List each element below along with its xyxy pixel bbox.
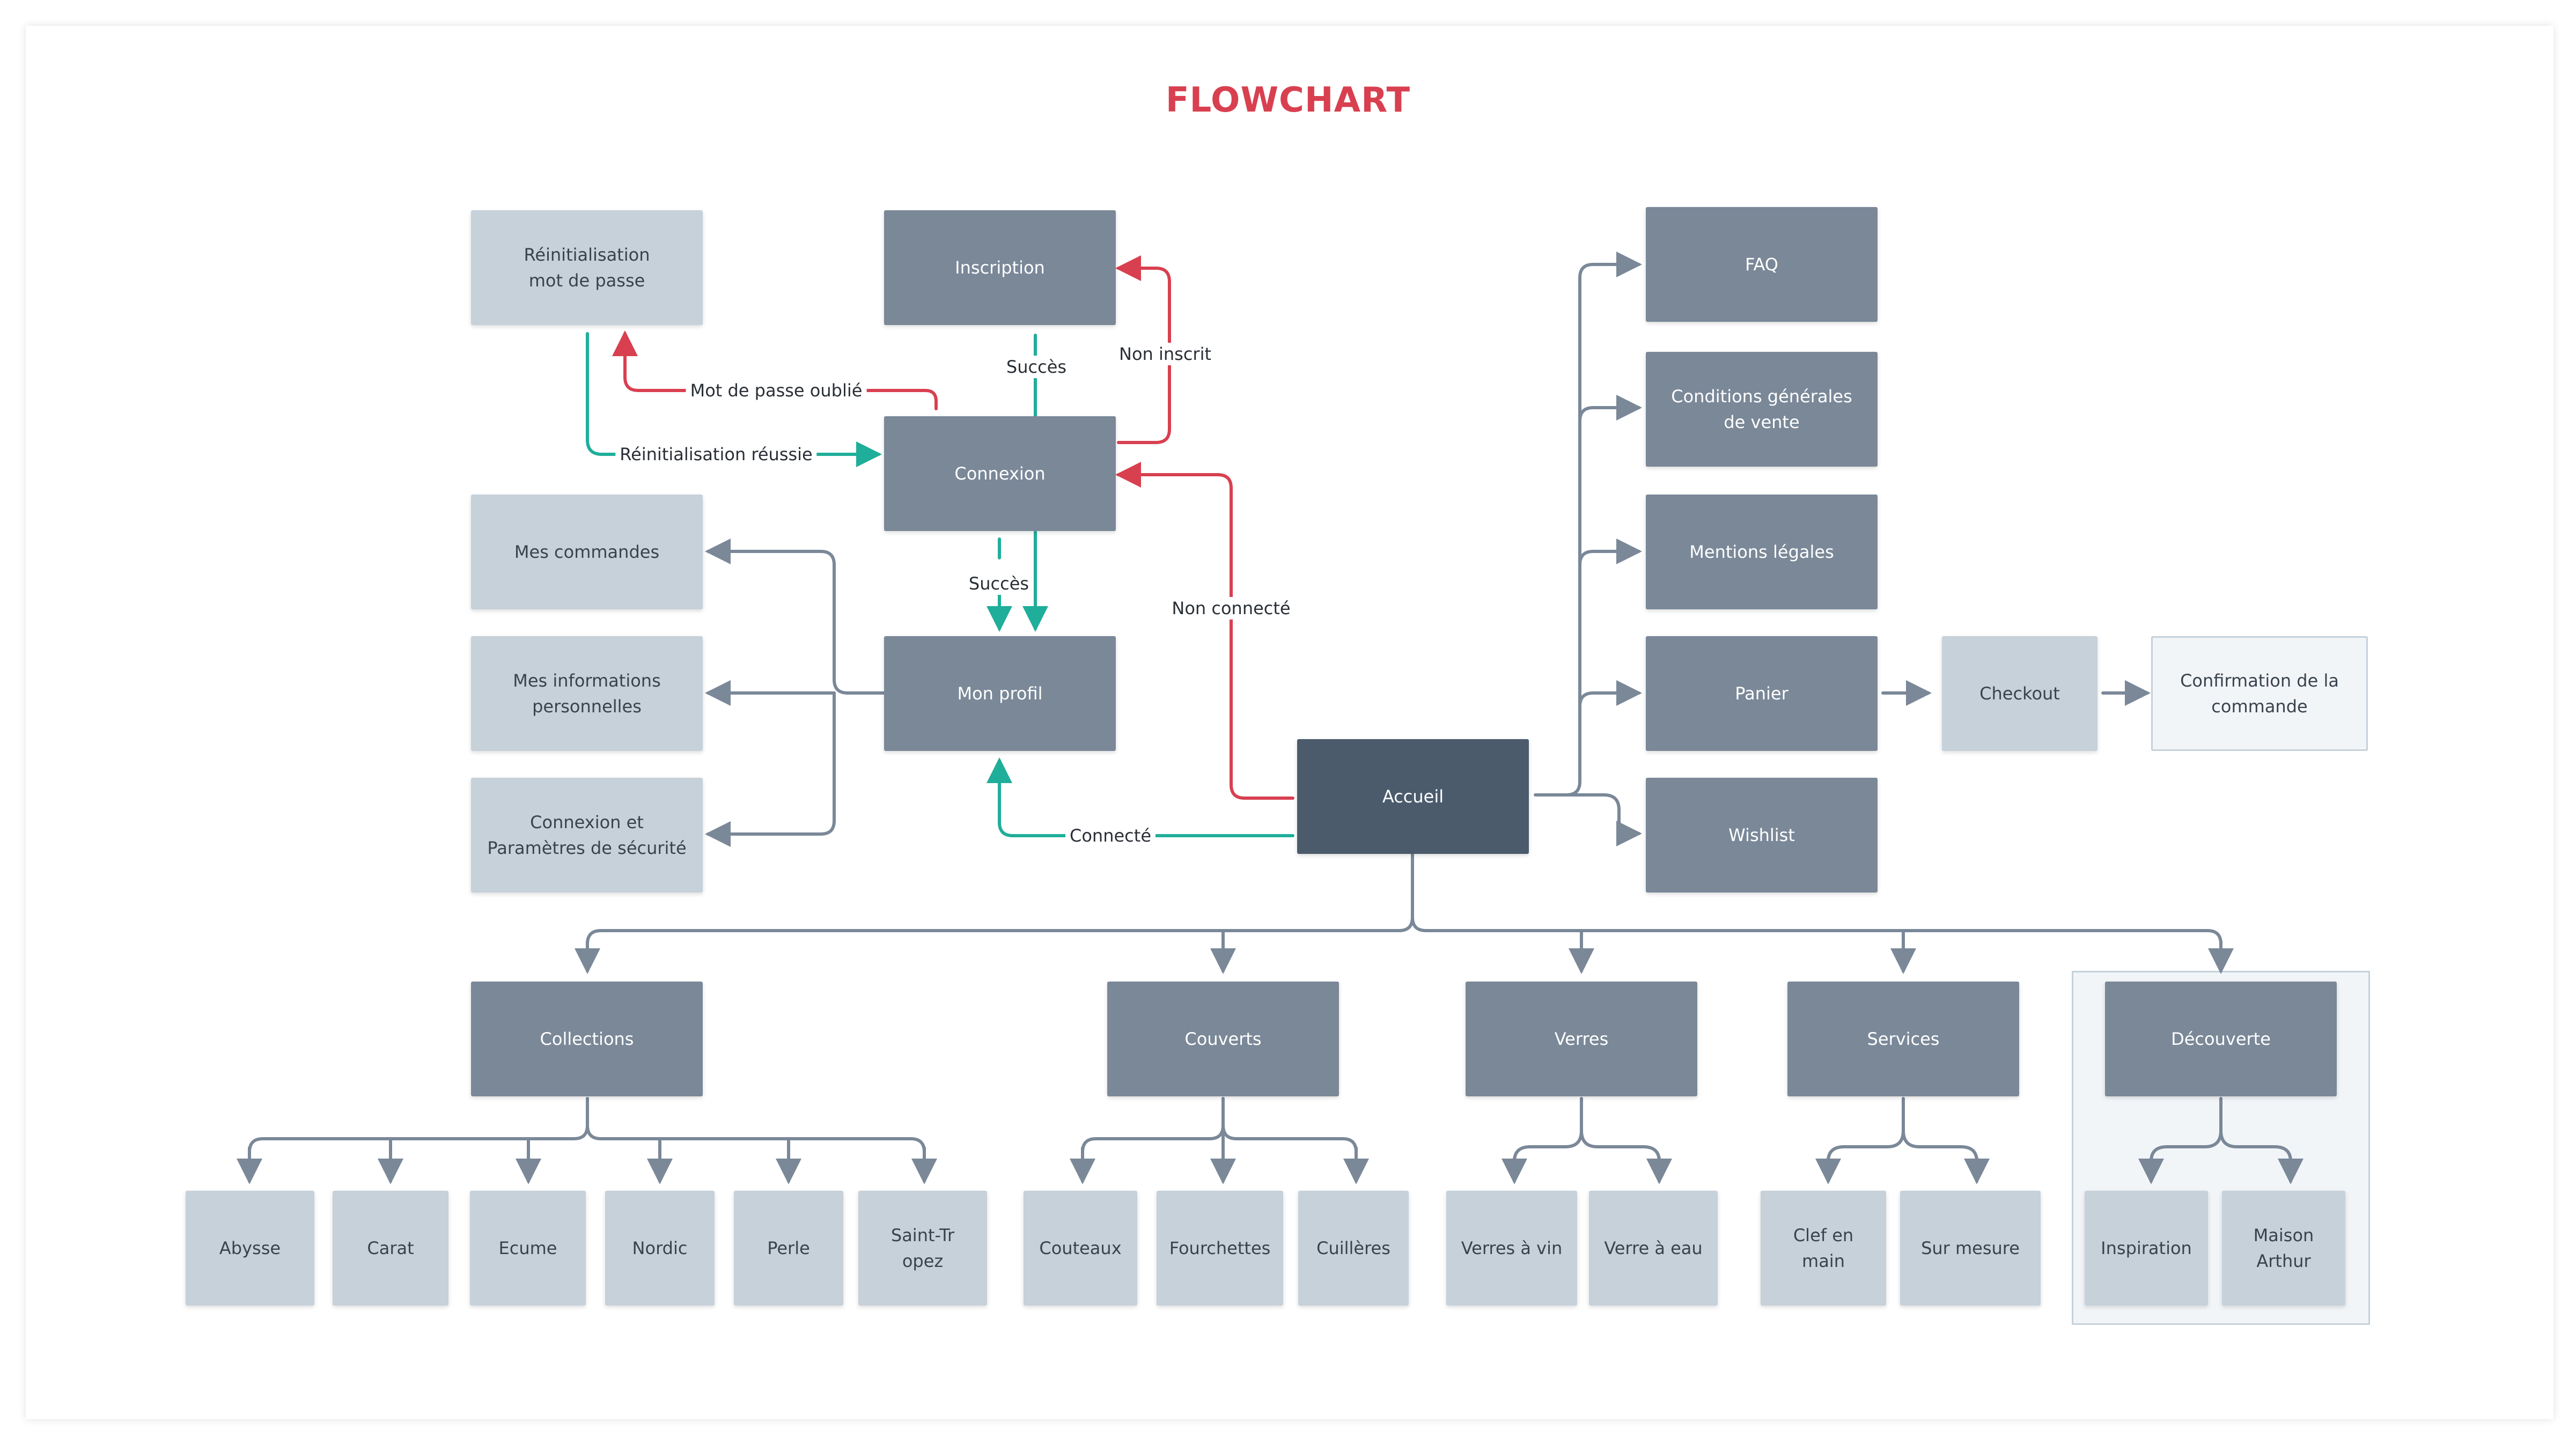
node-sur-mesure[interactable]: Sur mesure xyxy=(1900,1191,2041,1306)
edge-accueil-profil xyxy=(987,757,1294,837)
node-connexion[interactable]: Connexion xyxy=(884,416,1116,531)
edge-accueil-cgv xyxy=(1578,395,1642,423)
node-clef-en-main[interactable]: Clef en main xyxy=(1761,1191,1886,1306)
node-mes-informations-personnelles[interactable]: Mes informations personnelles xyxy=(471,636,703,751)
node-mon-profil[interactable]: Mon profil xyxy=(884,636,1116,751)
node-accueil[interactable]: Accueil xyxy=(1297,739,1529,854)
node-inscription[interactable]: Inscription xyxy=(884,210,1116,325)
node-verre-a-eau[interactable]: Verre à eau xyxy=(1589,1191,1718,1306)
node-fourchettes[interactable]: Fourchettes xyxy=(1157,1191,1283,1306)
node-mentions-legales[interactable]: Mentions légales xyxy=(1646,495,1878,609)
page-title: FLOWCHART xyxy=(1165,80,1411,120)
edge-accueil-mentions xyxy=(1578,539,1642,566)
node-decouverte[interactable]: Découverte xyxy=(2105,982,2337,1096)
node-ecume[interactable]: Ecume xyxy=(470,1191,586,1306)
node-abysse[interactable]: Abysse xyxy=(186,1191,314,1306)
node-couverts[interactable]: Couverts xyxy=(1107,982,1339,1096)
node-checkout[interactable]: Checkout xyxy=(1942,636,2097,751)
node-saint-tropez[interactable]: Saint-Tropez xyxy=(858,1191,987,1306)
edge-label-reinitialisation-reussie: Réinitialisation réussie xyxy=(615,443,817,466)
edge-label-succes-connexion: Succès xyxy=(964,572,1034,595)
node-panier[interactable]: Panier xyxy=(1646,636,1878,751)
node-connexion-parametres-securite[interactable]: Connexion et Paramètres de sécurité xyxy=(471,778,703,893)
edge-accueil-connexion xyxy=(1115,462,1294,800)
node-collections[interactable]: Collections xyxy=(471,982,703,1096)
edge-accueil-panier xyxy=(1578,680,1642,708)
node-couteaux[interactable]: Couteaux xyxy=(1024,1191,1137,1306)
node-carat[interactable]: Carat xyxy=(333,1191,448,1306)
edge-label-succes-inscription: Succès xyxy=(1002,356,1071,378)
edge-accueil-faq xyxy=(1534,252,1642,797)
edge-reinit-connexion xyxy=(586,332,882,467)
node-inspiration[interactable]: Inspiration xyxy=(2085,1191,2208,1306)
node-verres-a-vin[interactable]: Verres à vin xyxy=(1446,1191,1577,1306)
node-verres[interactable]: Verres xyxy=(1466,982,1697,1096)
node-mes-commandes[interactable]: Mes commandes xyxy=(471,495,703,609)
node-conditions-generales-de-vente[interactable]: Conditions générales de vente xyxy=(1646,352,1878,467)
edge-label-non-connecte: Non connecté xyxy=(1167,597,1295,620)
edge-accueil-trunk xyxy=(586,852,1414,946)
edge-label-connecte: Connecté xyxy=(1065,824,1155,847)
node-faq[interactable]: FAQ xyxy=(1646,207,1878,322)
node-confirmation-commande[interactable]: Confirmation de la commande xyxy=(2151,636,2368,751)
node-wishlist[interactable]: Wishlist xyxy=(1646,778,1878,893)
edge-label-non-inscrit: Non inscrit xyxy=(1115,343,1216,365)
node-perle[interactable]: Perle xyxy=(734,1191,843,1306)
node-maison-arthur[interactable]: Maison Arthur xyxy=(2222,1191,2345,1306)
node-services[interactable]: Services xyxy=(1787,982,2019,1096)
edge-accueil-wishlist xyxy=(1565,793,1642,846)
node-cuilleres[interactable]: Cuillères xyxy=(1298,1191,1409,1306)
edge-label-mot-de-passe-oublie: Mot de passe oublié xyxy=(686,379,867,402)
node-nordic[interactable]: Nordic xyxy=(605,1191,715,1306)
node-reinitialisation-mot-de-passe[interactable]: Réinitialisation mot de passe xyxy=(471,210,703,325)
